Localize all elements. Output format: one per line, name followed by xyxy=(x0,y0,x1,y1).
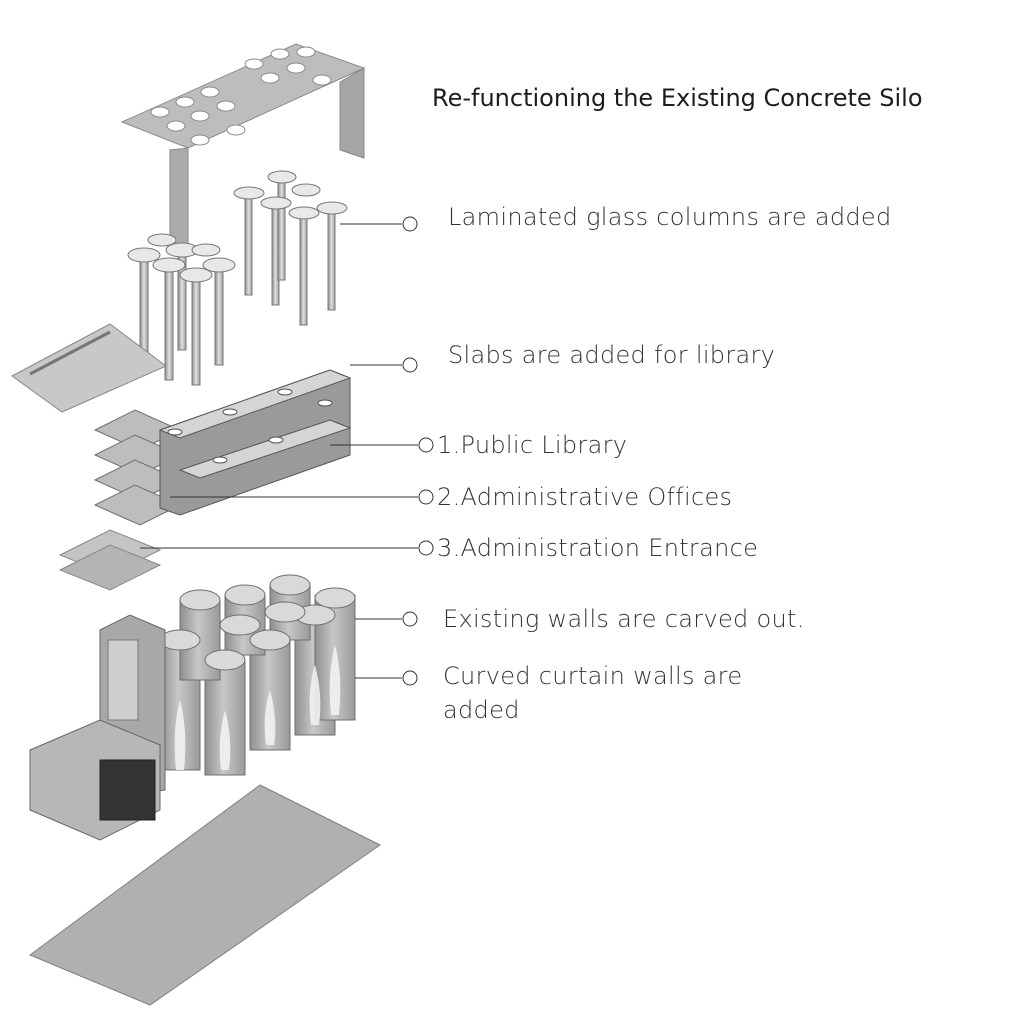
glass-columns-left xyxy=(127,233,236,386)
entrance-slabs xyxy=(58,529,162,591)
annotation-public-library: 1.Public Library xyxy=(437,431,628,459)
annotation-administration-entrance: 3.Administration Entrance xyxy=(437,534,759,562)
glass-columns-right xyxy=(233,170,348,326)
leader-lines xyxy=(140,216,434,686)
annotation-slabs: Slabs are added for library xyxy=(448,341,776,369)
entrance-building xyxy=(29,614,166,841)
annotation-administrative-offices: 2.Administrative Offices xyxy=(437,483,733,511)
silo-cylinders xyxy=(159,574,356,776)
library-slab-stack xyxy=(93,369,352,526)
annotation-curtain-walls: Curved curtain walls are added xyxy=(443,662,743,724)
annotation-columns: Laminated glass columns are added xyxy=(448,203,892,231)
ground-slab xyxy=(28,784,381,1006)
annotation-walls-carved: Existing walls are carved out. xyxy=(443,605,805,633)
roof-slab xyxy=(120,43,366,256)
ramp-slab xyxy=(11,323,167,413)
diagram-title: Re-functioning the Existing Concrete Sil… xyxy=(432,84,923,112)
